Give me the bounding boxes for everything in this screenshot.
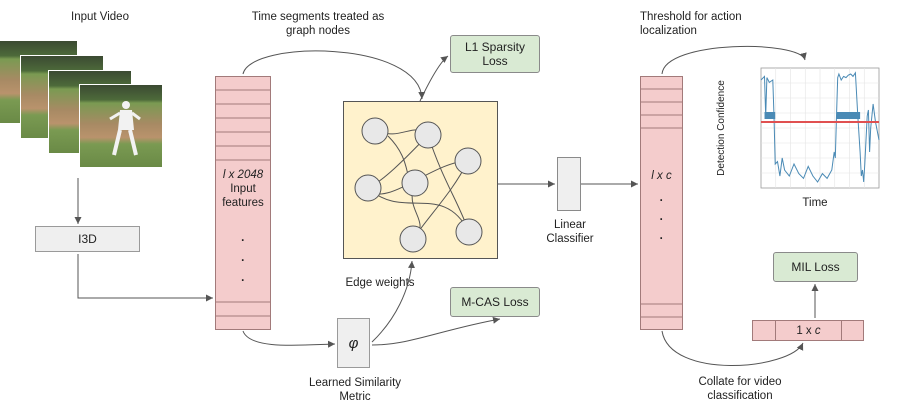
- arrow-output-to-chart: [661, 45, 807, 75]
- linear-classifier-label: Linear Classifier: [546, 219, 594, 245]
- mil-loss-box: MIL Loss: [773, 252, 858, 282]
- graph-edge: [367, 187, 470, 233]
- arrow-i3d-to-features: [77, 254, 213, 302]
- l1-sparsity-loss-box: L1 Sparsity Loss: [450, 35, 540, 73]
- features-dot-1: ·: [241, 235, 245, 247]
- collate-label: Collate for video classification: [698, 376, 782, 402]
- arrow-output-to-collate: [661, 330, 804, 366]
- arrow-graph-to-l1: [419, 55, 449, 102]
- detection-confidence-chart: [760, 67, 880, 189]
- input-features-column: [215, 76, 271, 330]
- mcas-loss-box: M-CAS Loss: [450, 287, 540, 317]
- feat-col-cells: [215, 76, 271, 330]
- input-features-label: Input features: [222, 183, 264, 209]
- baseball-pitcher-icon: [109, 101, 141, 156]
- learned-similarity-label: Learned Similarity Metric: [308, 377, 402, 403]
- chart-series-line: [760, 71, 880, 183]
- arrow-phi-to-graph: [371, 260, 416, 343]
- video-frame-4: [79, 84, 163, 168]
- arrow-features-to-phi: [242, 330, 336, 348]
- chart-detected-segment: [836, 112, 861, 119]
- graph-nodes-svg: [354, 117, 483, 253]
- graph-node: [455, 218, 483, 246]
- graph-node: [354, 174, 382, 202]
- graph-node: [401, 169, 429, 197]
- graph-node: [414, 121, 442, 149]
- i3d-box: I3D: [35, 226, 140, 252]
- input-video-label: Input Video: [71, 11, 129, 23]
- edge-weights-label: Edge weights: [345, 277, 415, 289]
- features-dot-2: ·: [241, 255, 245, 267]
- arrow-phi-to-mcas: [371, 316, 501, 346]
- output-features-column: [640, 76, 683, 330]
- similarity-metric-box: φ: [337, 318, 370, 368]
- threshold-label: Threshold for action localization: [640, 11, 742, 37]
- input-features-dim: l x 2048: [222, 169, 264, 181]
- chart-xlabel: Time: [802, 197, 828, 209]
- chart-detected-segment: [764, 112, 776, 119]
- arrow-features-to-graph: [242, 50, 426, 100]
- graph-node: [361, 117, 389, 145]
- video-class-vector: [752, 320, 864, 341]
- output-dim-label: l x c: [651, 170, 672, 182]
- output-dot-2: ·: [659, 214, 664, 226]
- time-segments-label: Time segments treated as graph nodes: [251, 11, 385, 37]
- graph-node: [454, 147, 482, 175]
- out-col-cells: [640, 76, 683, 330]
- output-dot-1: ·: [659, 195, 664, 207]
- graph-node: [399, 225, 427, 253]
- output-dot-3: ·: [659, 233, 664, 245]
- linear-classifier-box: [557, 157, 581, 211]
- features-dot-3: ·: [241, 275, 245, 287]
- video-class-dim-label: 1 x c: [796, 325, 821, 337]
